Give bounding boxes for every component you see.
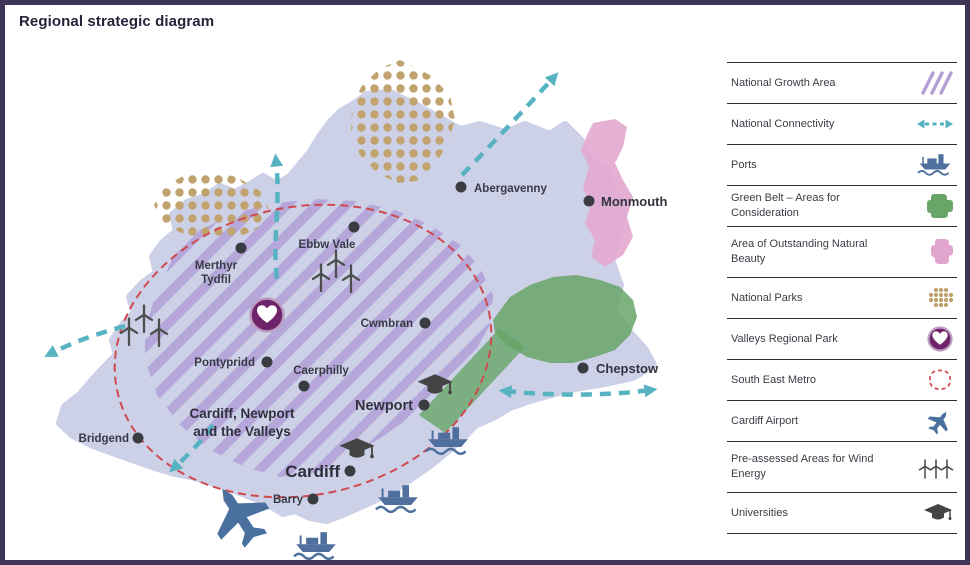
city-label: Bridgend <box>79 433 129 445</box>
city-label: Pontypridd <box>194 357 255 369</box>
city-ebbw-vale: Ebbw Vale <box>299 221 360 251</box>
diagonal-lines-icon <box>897 70 955 96</box>
regional-map: Abergavenny Monmouth Ebbw Vale Merthyr T… <box>44 60 667 560</box>
legend-label: National Growth Area <box>731 76 836 89</box>
aonb-area <box>581 119 633 267</box>
ship-icon <box>897 152 955 178</box>
legend-label: National Connectivity <box>731 117 835 130</box>
green-area-icon <box>897 192 955 220</box>
city-label-line2: Tydfil <box>201 274 231 286</box>
city-label: Chepstow <box>596 361 659 376</box>
legend-item-national-growth-area: National Growth Area <box>727 63 957 104</box>
tan-dots-icon <box>897 287 955 309</box>
connectivity-arrow-northeast <box>460 72 559 177</box>
legend-item-green-belt: Green Belt – Areas for Consideration <box>727 186 957 227</box>
region-label-line1: Cardiff, Newport <box>189 406 295 421</box>
legend-label: Cardiff Airport <box>731 414 799 427</box>
connectivity-arrow-west <box>44 323 126 357</box>
city-newport: Newport <box>355 398 430 414</box>
legend-item-national-parks: National Parks <box>727 278 957 319</box>
region-label: Cardiff, Newport and the Valleys <box>189 406 295 439</box>
wind-turbines-icon <box>897 454 955 480</box>
legend-label: Green Belt – Areas for Consideration <box>731 192 840 219</box>
legend-label: National Parks <box>731 291 803 304</box>
pink-area-icon <box>897 237 955 267</box>
dashed-circle-icon <box>897 367 955 393</box>
legend-item-cardiff-airport: Cardiff Airport <box>727 401 957 442</box>
legend-item-universities: Universities <box>727 493 957 534</box>
city-label: Newport <box>355 398 413 414</box>
city-label: Abergavenny <box>474 183 547 195</box>
legend-label: Valleys Regional Park <box>731 332 838 345</box>
dashed-arrow-icon <box>897 116 955 132</box>
city-label: Monmouth <box>601 194 667 209</box>
city-label: Barry <box>273 494 304 506</box>
legend-item-wind-energy: Pre-assessed Areas for Wind Energy <box>727 442 957 493</box>
legend-item-aonb: Area of Outstanding Natural Beauty <box>727 227 957 278</box>
valleys-park-heart-icon <box>249 297 285 333</box>
city-barry: Barry <box>273 493 319 506</box>
city-abergavenny: Abergavenny <box>455 181 547 195</box>
city-caerphilly: Caerphilly <box>293 365 349 392</box>
city-cardiff: Cardiff <box>285 462 356 481</box>
graduation-cap-icon <box>897 502 955 524</box>
region-label-line2: and the Valleys <box>193 424 291 439</box>
national-park-dots <box>154 60 455 241</box>
metro-boundary <box>113 203 493 499</box>
city-label-line1: Merthyr <box>195 260 238 272</box>
city-chepstow: Chepstow <box>577 361 659 376</box>
heart-badge-icon <box>897 324 955 354</box>
city-pontypridd: Pontypridd <box>194 356 273 369</box>
green-belt-area <box>419 275 637 433</box>
plane-icon <box>897 406 955 436</box>
city-label: Cwmbran <box>361 318 413 330</box>
connectivity-arrow-southwest <box>169 423 215 473</box>
growth-area-hatch <box>145 199 493 477</box>
legend-item-ports: Ports <box>727 145 957 186</box>
city-label: Caerphilly <box>293 365 349 377</box>
connectivity-arrow-north <box>270 153 284 280</box>
legend-item-south-east-metro: South East Metro <box>727 360 957 401</box>
legend-label: Ports <box>731 158 757 171</box>
legend: National Growth Area National Connectivi… <box>727 62 957 534</box>
legend-label: Universities <box>731 506 788 519</box>
city-label: Ebbw Vale <box>299 239 356 251</box>
city-monmouth: Monmouth <box>583 194 667 209</box>
legend-item-national-connectivity: National Connectivity <box>727 104 957 145</box>
legend-item-valleys-regional-park: Valleys Regional Park <box>727 319 957 360</box>
city-cwmbran: Cwmbran <box>361 317 431 330</box>
page-title: Regional strategic diagram <box>19 13 215 30</box>
city-label: Cardiff <box>285 462 340 481</box>
connectivity-arrows <box>44 72 658 473</box>
legend-label: Area of Outstanding Natural Beauty <box>731 238 868 265</box>
city-bridgend: Bridgend <box>79 432 144 445</box>
legend-label: South East Metro <box>731 373 816 386</box>
city-merthyr-tydfil: Merthyr Tydfil <box>195 242 247 286</box>
legend-label: Pre-assessed Areas for Wind Energy <box>731 453 874 480</box>
